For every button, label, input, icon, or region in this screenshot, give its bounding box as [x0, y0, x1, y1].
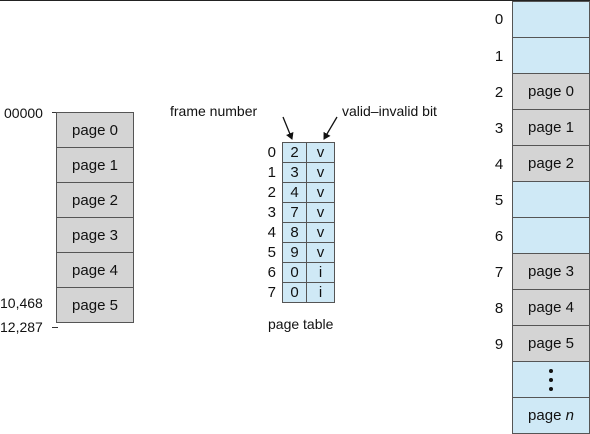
page-table-index: 1 [267, 164, 276, 181]
page-table-row: 2 4 v [268, 182, 335, 203]
address-tick [52, 112, 58, 113]
frame-index: 6 [494, 228, 504, 245]
page-table-index: 3 [267, 204, 276, 221]
valid-bit-cell: v [306, 162, 335, 183]
physical-frame-8: page 4 [512, 289, 590, 326]
valid-bit-cell: v [306, 202, 335, 223]
physical-frame-9: page 5 [512, 325, 590, 362]
logical-page-1: page 1 [56, 147, 134, 183]
physical-frame-3: page 1 [512, 109, 590, 146]
vertical-ellipsis-icon [512, 361, 590, 398]
physical-frame-n: page n [512, 397, 590, 434]
physical-frame-2: page 0 [512, 73, 590, 110]
physical-frame-7: page 3 [512, 253, 590, 290]
frame-number-cell: 4 [282, 182, 307, 203]
page-table-row: 1 3 v [268, 162, 335, 183]
logical-page-5: page 5 [56, 287, 134, 323]
address-page5-start: 10,468 [0, 295, 43, 311]
page-table-row: 0 2 v [268, 142, 335, 163]
frame-number-cell: 7 [282, 202, 307, 223]
page-table-index: 4 [267, 224, 276, 241]
frame-number-cell: 3 [282, 162, 307, 183]
frame-n-prefix: page [528, 407, 562, 424]
physical-memory: page 0 page 1 page 2 page 3 page 4 page … [512, 1, 590, 434]
page-table-row: 4 8 v [268, 222, 335, 243]
frame-index: 8 [494, 300, 504, 317]
page-table-index: 7 [267, 284, 276, 301]
frame-number-arrow [282, 116, 294, 140]
valid-bit-cell: i [306, 262, 335, 283]
page-table-index: 5 [267, 244, 276, 261]
logical-page-4: page 4 [56, 252, 134, 288]
physical-frame-4: page 2 [512, 145, 590, 182]
frame-number-label: frame number [170, 103, 258, 119]
page-table-index: 6 [267, 264, 276, 281]
physical-frame-5 [512, 181, 590, 218]
frame-index: 2 [494, 84, 504, 101]
frame-n-variable: n [565, 407, 574, 424]
valid-bit-cell: v [306, 222, 335, 243]
page-table-row: 7 0 i [268, 282, 335, 303]
page-table-index: 0 [267, 144, 276, 161]
top-border [0, 0, 590, 1]
physical-frame-1 [512, 37, 590, 74]
page-table-row: 5 9 v [268, 242, 335, 263]
valid-invalid-bit-label: valid–invalid bit [342, 103, 437, 119]
valid-bit-cell: i [306, 282, 335, 303]
frame-index: 0 [494, 11, 504, 28]
frame-index: 4 [494, 156, 504, 173]
valid-bit-arrow [323, 116, 338, 140]
address-tick [52, 327, 58, 328]
address-end: 12,287 [0, 319, 43, 335]
frame-index: 9 [494, 336, 504, 353]
page-table-caption: page table [268, 316, 334, 332]
physical-frame-0 [512, 1, 590, 38]
valid-bit-cell: v [306, 242, 335, 263]
frame-number-cell: 2 [282, 142, 307, 163]
page-table-row: 3 7 v [268, 202, 335, 223]
frame-index: 1 [494, 48, 504, 65]
physical-frame-6 [512, 217, 590, 254]
valid-bit-cell: v [306, 182, 335, 203]
frame-index: 5 [494, 192, 504, 209]
frame-number-cell: 0 [282, 282, 307, 303]
page-table-index: 2 [267, 184, 276, 201]
logical-page-3: page 3 [56, 217, 134, 253]
page-table-row: 6 0 i [268, 262, 335, 283]
page-table: 0 2 v 1 3 v 2 4 v 3 7 v 4 8 v 5 9 v 6 0 … [268, 142, 335, 303]
frame-index: 3 [494, 120, 504, 137]
frame-number-cell: 0 [282, 262, 307, 283]
frame-number-cell: 8 [282, 222, 307, 243]
valid-bit-cell: v [306, 142, 335, 163]
logical-memory: page 0 page 1 page 2 page 3 page 4 page … [56, 112, 134, 323]
frame-index: 7 [494, 264, 504, 281]
frame-number-cell: 9 [282, 242, 307, 263]
address-start: 00000 [4, 105, 43, 121]
